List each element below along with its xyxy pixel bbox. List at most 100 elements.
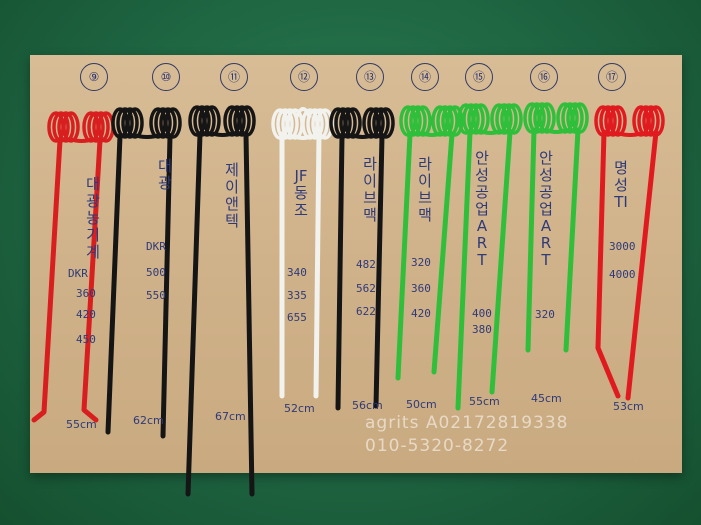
tine-coil [436,105,454,137]
tine-coil [367,107,385,139]
tine-coil [604,105,622,137]
tine-coil [311,108,329,140]
tine-bridge [545,128,568,134]
tine-bridge [479,129,502,135]
tine-coil [164,107,182,139]
tine-coil [404,105,422,137]
item-length: 56cm [352,399,383,412]
tine-leg [455,129,473,411]
item-name: 라이브맥 [363,155,377,224]
item-name: 명성TI [614,159,628,211]
tine-coil [52,111,70,143]
tine-coil [228,105,246,137]
tine-coil [642,105,660,137]
tine-coil [57,111,75,143]
tine-coil [281,108,299,140]
item-number: ⑮ [465,63,493,91]
tine-leg [243,131,255,497]
tine-coil [533,102,551,134]
tine-coil [159,107,177,139]
tine-coil [467,103,485,135]
item-spec-2: 360 [411,282,431,295]
item-spec-2: 335 [287,289,307,302]
tine-bridge [421,131,443,137]
tine-coil [276,108,294,140]
item-name: JF동조 [294,167,308,219]
tine-coil [198,105,216,137]
item-spec-2: 360 [76,287,96,300]
item-length: 50cm [406,398,437,411]
tine-leg [160,133,173,439]
spring-tine-12 [271,107,334,399]
item-spec-2: 380 [472,323,492,336]
tine-bridge [351,133,374,139]
tine-hook [294,107,312,119]
tine-coil [441,105,459,137]
item-number: ⑭ [411,63,439,91]
spring-tine-16 [523,102,589,353]
watermark: agrits A02172819338 010-5320-8272 [365,412,568,458]
tine-bridge [616,131,644,137]
item-spec-3: 550 [146,289,166,302]
item-spec-3: 622 [356,305,376,318]
item-spec-1: 482 [356,258,376,271]
item-name: 안성공업ART [539,149,553,269]
item-name: 라이브맥 [418,155,432,224]
tine-leg [81,137,103,423]
tine-coil [566,102,584,134]
tine-leg [525,127,537,353]
item-length: 45cm [531,392,562,405]
item-number: ⑯ [530,63,558,91]
tine-coil [528,102,546,134]
item-spec-3: 420 [76,308,96,321]
item-length: 55cm [66,418,97,431]
item-name: 대광 [158,157,172,192]
tine-coil [446,105,464,137]
item-spec-3: 655 [287,311,307,324]
item-number: ⑫ [290,63,318,91]
tine-leg [313,131,322,399]
tine-coil [647,105,665,137]
spring-tine-10 [105,107,182,439]
tine-coil [92,111,110,143]
tine-coil [495,103,513,135]
item-number: ⑩ [152,63,180,91]
tine-coil [339,107,357,139]
item-number: ⑨ [80,63,108,91]
item-spec-1: 320 [411,256,431,269]
tine-coil [637,105,655,137]
spring-tine-14 [395,105,464,381]
tine-coil [116,107,134,139]
tine-coil [233,105,251,137]
tine-bridge [69,137,94,143]
spring-tine-11 [185,105,256,497]
tine-coil [238,105,256,137]
tine-leg [31,137,63,423]
tine-bridge [293,134,313,140]
item-spec-1: 400 [472,307,492,320]
tine-coil [409,105,427,137]
item-name: 대광농기계 [86,175,100,261]
item-spec-2: 500 [146,266,166,279]
watermark-line-2: 010-5320-8272 [365,436,510,456]
watermark-line-1: agrits A02172819338 [365,413,569,433]
tine-leg [625,129,659,401]
tine-bridge [210,131,235,137]
tine-leg [105,133,123,435]
item-spec-4: 450 [76,333,96,346]
tine-coil [377,107,395,139]
tine-leg [431,131,455,375]
tine-coil [462,103,480,135]
tine-coil [193,105,211,137]
spring-tine-17 [594,105,665,401]
tine-coil [500,103,518,135]
tine-coil [306,108,324,140]
tine-coil [334,107,352,139]
item-spec-1: 340 [287,266,307,279]
tine-bridge [133,133,161,139]
tine-leg [595,129,621,399]
item-length: 53cm [613,400,644,413]
item-length: 67cm [215,410,246,423]
item-spec-1: DKR [68,267,88,280]
item-number: ⑪ [220,63,248,91]
